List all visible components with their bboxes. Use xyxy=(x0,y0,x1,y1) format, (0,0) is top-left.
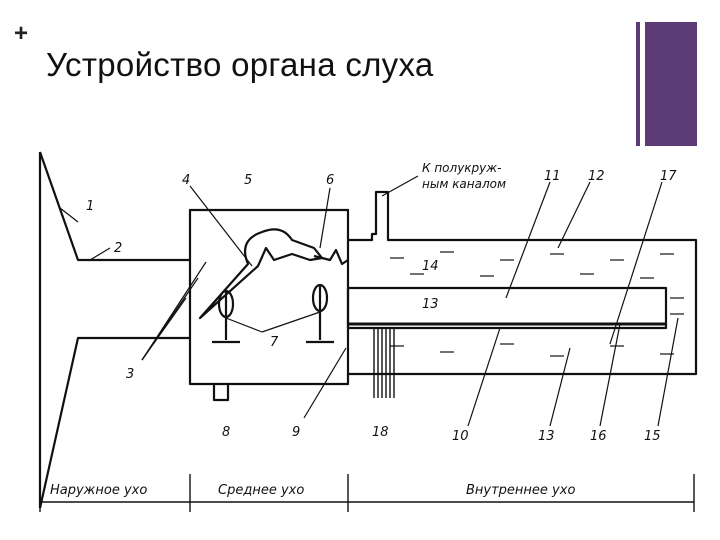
canal-label-line-1: К полукруж- xyxy=(422,161,501,175)
dimension-line xyxy=(39,474,695,512)
label-8: 8 xyxy=(222,425,230,440)
plus-sign: + xyxy=(14,20,29,47)
fluid-marks xyxy=(390,251,684,357)
label-14: 14 xyxy=(422,259,439,274)
accent-bar-thin xyxy=(636,22,640,146)
label-5: 5 xyxy=(244,173,252,188)
ear-diagram: 1 2 3 4 5 6 7 8 9 10 11 12 13 13 14 15 1… xyxy=(38,151,698,512)
label-15: 15 xyxy=(644,429,661,444)
ossicle-chain xyxy=(198,228,324,320)
canal-label-line-2: ным каналом xyxy=(422,177,506,191)
label-9: 9 xyxy=(292,425,300,440)
label-13-bottom: 13 xyxy=(538,429,555,444)
label-1: 1 xyxy=(86,199,94,214)
label-4: 4 xyxy=(182,173,190,188)
section-inner-ear: Внутреннее ухо xyxy=(466,483,575,498)
label-17: 17 xyxy=(660,169,677,184)
label-10: 10 xyxy=(452,429,469,444)
slide-title: Устройство органа слуха xyxy=(46,46,434,83)
label-2: 2 xyxy=(114,241,122,256)
section-outer-ear: Наружное ухо xyxy=(50,483,147,498)
auditory-nerve xyxy=(373,328,395,398)
label-3: 3 xyxy=(126,367,134,382)
section-middle-ear: Среднее ухо xyxy=(218,483,304,498)
label-12: 12 xyxy=(588,169,605,184)
label-6: 6 xyxy=(326,173,334,188)
label-18: 18 xyxy=(372,425,389,440)
accent-bar xyxy=(645,22,697,146)
label-7: 7 xyxy=(270,335,279,350)
label-16: 16 xyxy=(590,429,607,444)
label-11: 11 xyxy=(544,169,561,184)
label-13-duct: 13 xyxy=(422,297,439,312)
